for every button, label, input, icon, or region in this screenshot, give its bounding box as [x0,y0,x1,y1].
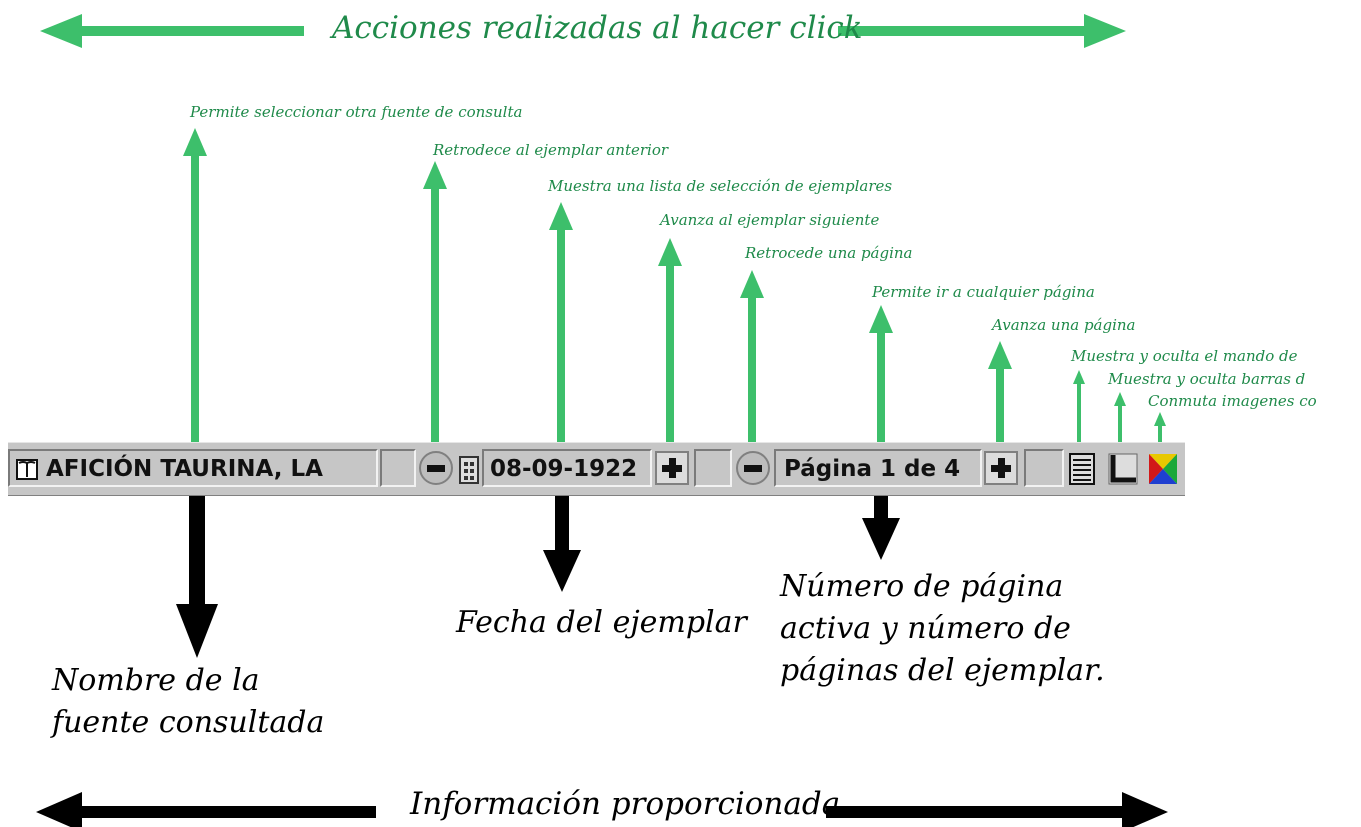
action-label-toggle-images: Conmuta imagenes co [1148,392,1317,410]
source-name[interactable]: AFICIÓN TAURINA, LA [46,456,323,482]
arrow-toggle-control [1073,370,1085,442]
prev-page-button[interactable] [736,451,770,485]
action-label-next-page: Avanza una página [992,316,1136,334]
top-header: Acciones realizadas al hacer click [332,10,863,46]
list-icon[interactable] [1069,453,1095,485]
arrow-next-page [988,341,1012,442]
arrow-toggle-images [1154,412,1166,442]
arrow-toggle-bars [1114,392,1126,442]
minus-icon [427,465,445,472]
bottom-left-black-arrow [36,792,376,827]
action-label-toggle-bars: Muestra y oculta barras d [1108,370,1306,388]
book-icon [16,459,38,480]
frame-icon[interactable] [1108,453,1138,485]
arrow-issue-date [543,494,581,592]
arrow-select-source [183,128,207,442]
info-issue-date: Fecha del ejemplar [456,605,747,640]
separator [694,449,732,487]
bottom-header: Información proporcionada [410,786,841,822]
action-label-toggle-control: Muestra y oculta el mando de [1071,347,1298,365]
page-indicator[interactable]: Página 1 de 4 [784,456,961,482]
issue-date[interactable]: 08-09-1922 [490,456,638,482]
info-source-name: Nombre de la fuente consultada [52,663,325,740]
minus-icon [744,465,762,472]
bottom-right-black-arrow [826,792,1168,827]
action-label-goto-page: Permite ir a cualquier página [872,283,1095,301]
arrow-issue-list [549,202,573,442]
next-page-button[interactable] [984,451,1018,485]
separator [380,449,416,487]
action-label-issue-list: Muestra una lista de selección de ejempl… [548,177,893,195]
action-label-select-source: Permite seleccionar otra fuente de consu… [190,103,523,121]
top-right-green-arrow [838,14,1126,48]
calendar-icon[interactable] [458,455,480,485]
action-label-next-issue: Avanza al ejemplar siguiente [660,211,880,229]
prev-issue-button[interactable] [419,451,453,485]
arrow-page-info [862,494,900,560]
date-field[interactable] [482,449,652,487]
page-field[interactable] [774,449,982,487]
action-label-prev-page: Retrocede una página [745,244,913,262]
action-label-prev-issue: Retrodece al ejemplar anterior [433,141,669,159]
separator [1024,449,1064,487]
arrow-prev-page [740,270,764,442]
info-page-info: Número de página activa y número de pági… [780,569,1105,688]
viewer-toolbar: AFICIÓN TAURINA, LA 08-09-1922 Página 1 … [8,442,1185,496]
color-icon[interactable] [1148,453,1178,485]
next-issue-button[interactable] [655,451,689,485]
arrow-source-name [176,494,218,658]
arrow-next-issue [658,238,682,442]
arrow-goto-page [869,305,893,442]
source-field[interactable] [8,449,378,487]
top-left-green-arrow [40,14,304,48]
arrow-prev-issue [423,161,447,442]
